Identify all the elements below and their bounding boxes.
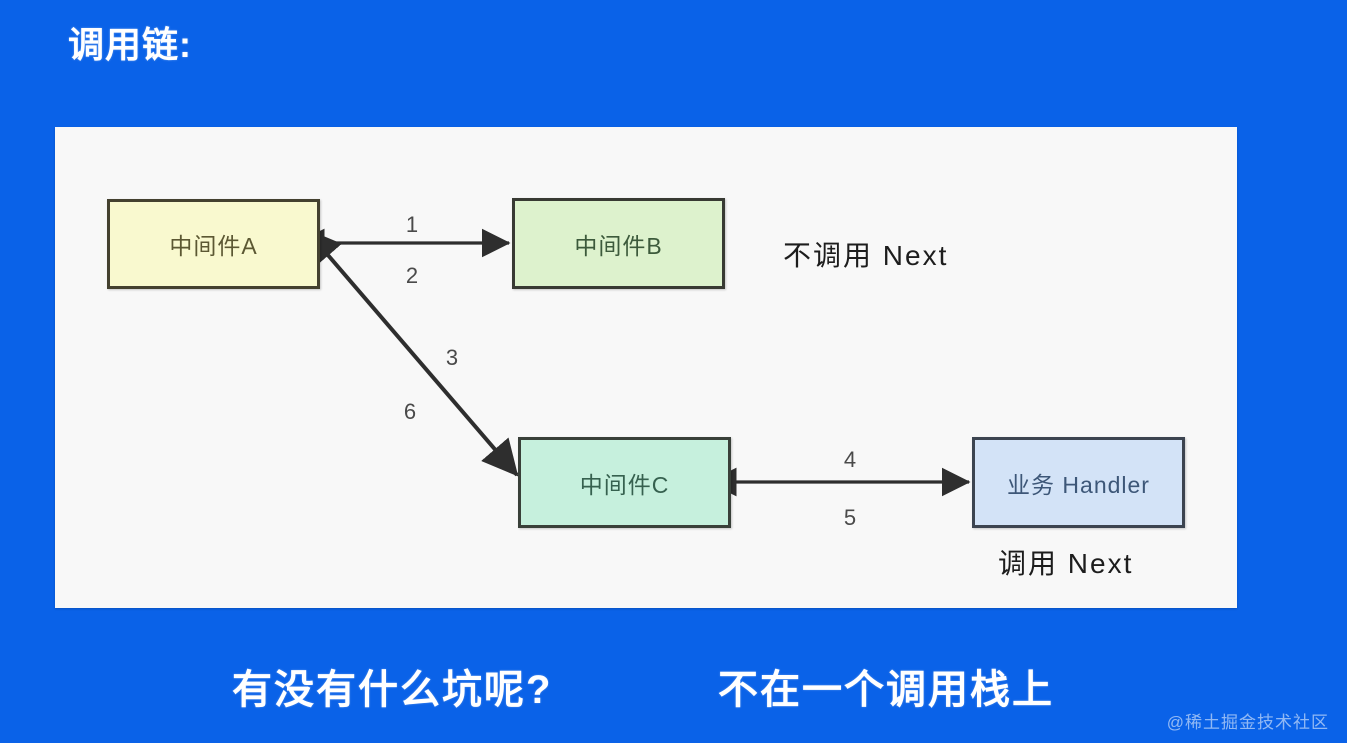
node-middleware-b-label: 中间件B bbox=[574, 232, 663, 259]
node-middleware-c[interactable]: 中间件C bbox=[518, 437, 731, 528]
sequence-label-5: 5 bbox=[843, 505, 857, 530]
annotation-call-next: 调用 Next bbox=[998, 548, 1134, 579]
diagram-panel: 中间件A 中间件B 中间件C 业务 Handler 1 2 3 4 5 6 不调… bbox=[55, 127, 1237, 608]
caption-question: 有没有什么坑呢? bbox=[232, 668, 553, 712]
sequence-label-2: 2 bbox=[405, 263, 419, 288]
sequence-label-6: 6 bbox=[403, 399, 417, 424]
node-handler[interactable]: 业务 Handler bbox=[972, 437, 1185, 528]
sequence-label-1: 1 bbox=[405, 212, 419, 237]
sequence-label-4: 4 bbox=[843, 447, 857, 472]
node-handler-label: 业务 Handler bbox=[1007, 471, 1150, 498]
watermark: @稀土掘金技术社区 bbox=[1166, 713, 1329, 732]
node-middleware-a-label: 中间件A bbox=[169, 233, 258, 259]
page-title: 调用链: bbox=[68, 24, 192, 65]
node-middleware-b[interactable]: 中间件B bbox=[512, 198, 725, 289]
annotation-no-next: 不调用 Next bbox=[783, 240, 949, 271]
node-middleware-c-label: 中间件C bbox=[579, 471, 670, 498]
node-middleware-a[interactable]: 中间件A bbox=[107, 199, 320, 289]
caption-answer: 不在一个调用栈上 bbox=[718, 668, 1054, 712]
sequence-label-3: 3 bbox=[445, 345, 459, 370]
